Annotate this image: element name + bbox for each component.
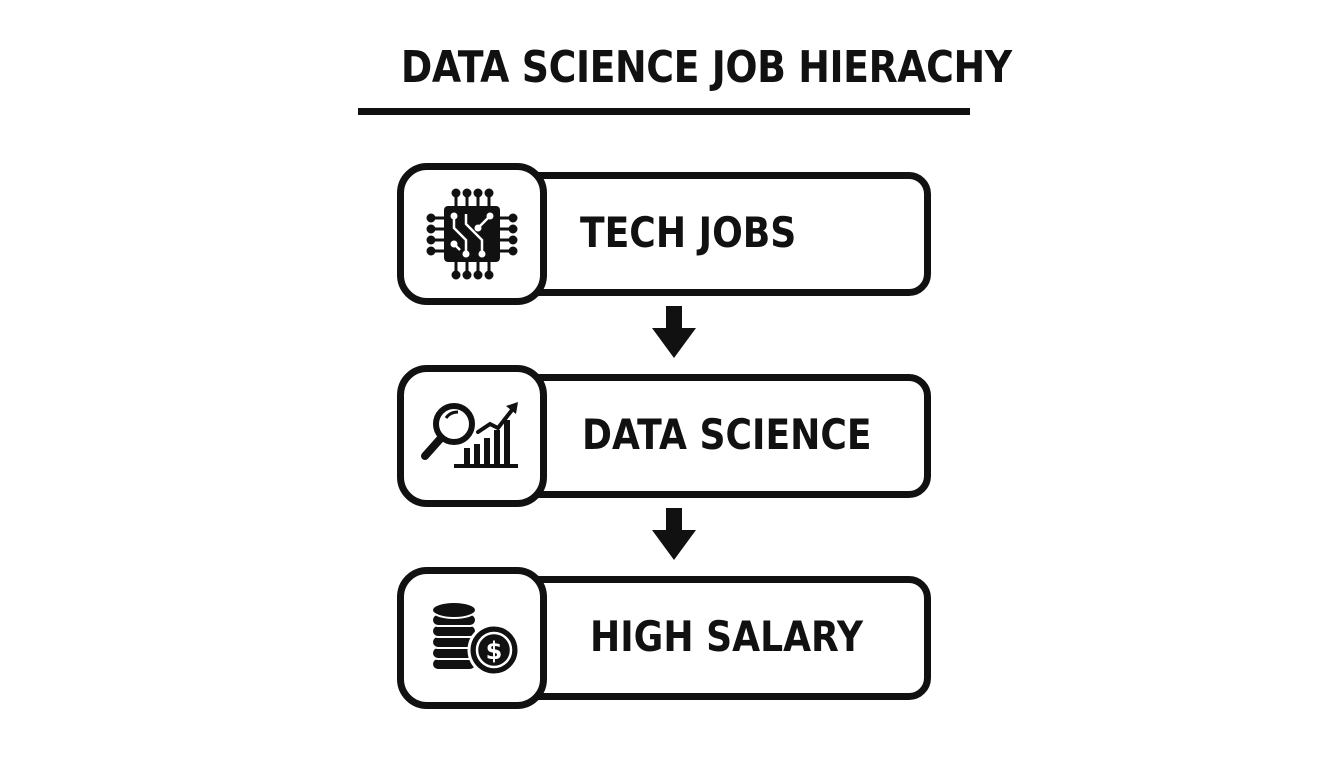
title-underline [358, 108, 970, 115]
step-icon-box [397, 163, 547, 305]
magnifier-chart-icon [421, 402, 518, 468]
coins-dollar-icon: $ [431, 601, 520, 677]
step-bar [515, 374, 931, 498]
down-arrow-icon [652, 306, 696, 358]
svg-text:$: $ [486, 637, 503, 665]
step-label: HIGH SALARY [590, 612, 864, 661]
step-bar [515, 172, 931, 296]
step-icon-box [397, 365, 547, 507]
step-bar [515, 576, 931, 700]
step-label: DATA SCIENCE [582, 410, 872, 459]
microchip-icon [426, 188, 518, 280]
diagram-title: DATA SCIENCE JOB HIERACHY [400, 42, 1012, 93]
step-label: TECH JOBS [580, 208, 797, 257]
step-icon-box: $ [397, 567, 547, 709]
down-arrow-icon [652, 508, 696, 560]
